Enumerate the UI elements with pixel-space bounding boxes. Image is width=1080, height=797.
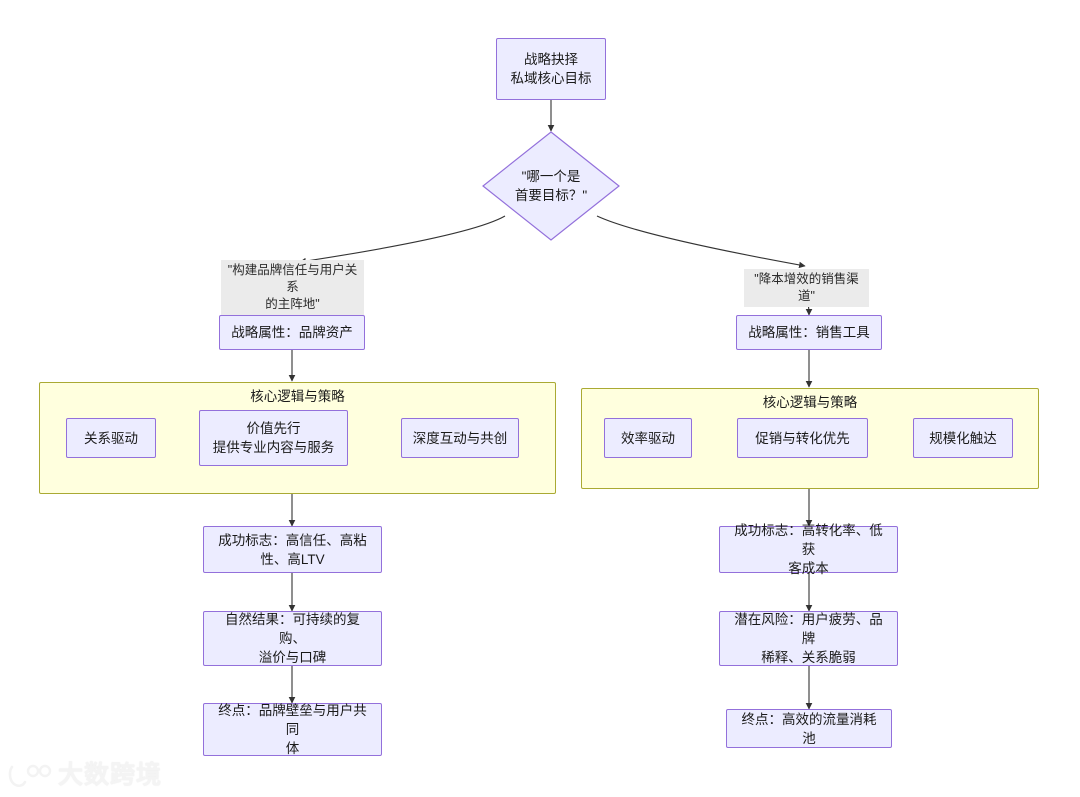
node-left-strategy-value-first[interactable]: 价值先行 提供专业内容与服务 <box>199 410 348 466</box>
diamond-shape-icon <box>482 131 620 241</box>
node-right-attribute-sales-tool[interactable]: 战略属性：销售工具 <box>736 315 882 350</box>
node-start-strategic-choice[interactable]: 战略抉择 私域核心目标 <box>496 38 606 100</box>
edge-decision-to-right <box>596 215 806 269</box>
decision-label: "哪一个是 首要目标？" <box>514 169 588 203</box>
logo-mark-icon <box>8 764 52 788</box>
node-right-strategy-scaled-reach[interactable]: 规模化触达 <box>913 418 1013 458</box>
node-right-strategy-promotion-first[interactable]: 促销与转化优先 <box>737 418 868 458</box>
node-right-potential-risk[interactable]: 潜在风险：用户疲劳、品牌 稀释、关系脆弱 <box>719 611 898 666</box>
node-right-success-markers[interactable]: 成功标志：高转化率、低获 客成本 <box>719 523 898 576</box>
node-left-strategy-deep-interaction[interactable]: 深度互动与共创 <box>401 418 519 458</box>
edge-decision-to-left <box>299 215 506 265</box>
node-left-strategy-relationship-driven[interactable]: 关系驱动 <box>66 418 156 458</box>
subgraph-right-title: 核心逻辑与策略 <box>762 395 858 410</box>
node-left-attribute-brand-asset[interactable]: 战略属性：品牌资产 <box>219 315 365 350</box>
edge-label-right-sales-channel: "降本增效的销售渠道" <box>744 269 869 307</box>
node-decision-primary-goal[interactable]: "哪一个是 首要目标？" <box>482 131 620 241</box>
node-left-natural-outcome[interactable]: 自然结果：可持续的复购、 溢价与口碑 <box>203 611 382 666</box>
subgraph-left-title: 核心逻辑与策略 <box>250 389 345 404</box>
node-right-strategy-efficiency-driven[interactable]: 效率驱动 <box>604 418 692 458</box>
node-right-endpoint-traffic-pool[interactable]: 终点：高效的流量消耗池 <box>726 709 892 748</box>
node-left-endpoint-brand-moat[interactable]: 终点：品牌壁垒与用户共同 体 <box>203 703 382 756</box>
watermark-text: 大数跨境 <box>58 760 163 789</box>
edge-label-left-brand-trust: "构建品牌信任与用户关系 的主阵地" <box>221 260 364 315</box>
watermark: 大数跨境 <box>8 757 178 793</box>
node-left-success-markers[interactable]: 成功标志：高信任、高粘 性、高LTV <box>203 526 382 573</box>
